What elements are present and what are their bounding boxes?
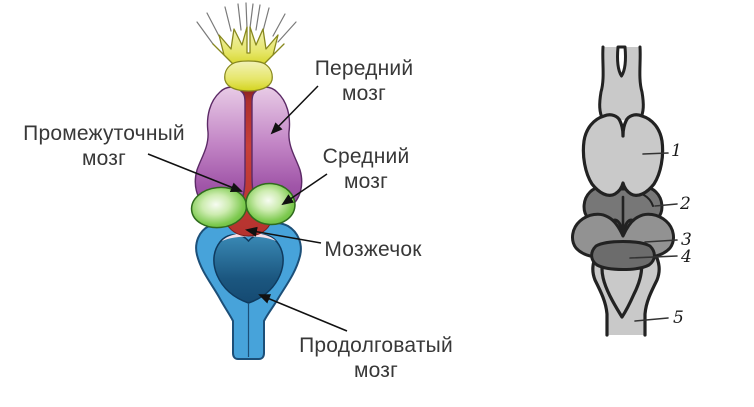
gray-stalk-right-edge [638,45,645,122]
label-midbrain: Средний мозг [322,145,410,193]
number-4: 4 [681,247,692,267]
number-leader-lines [629,152,678,322]
number-5: 5 [673,308,684,328]
gray-cerebellum-shape [590,240,656,271]
fish-brain-grayscale-figure [571,45,678,337]
olfactory-filaments [196,2,297,45]
olfactory-bulb-shape [224,60,273,92]
annotation-arrows [147,85,348,332]
gray-forebrain-shape [581,113,665,197]
medulla-arrow [258,294,348,332]
pink-crescent-shape [222,232,276,241]
label-diencephalon: Промежуточный мозг [23,122,185,170]
label-forebrain: Передний мозг [314,57,414,105]
number-1: 1 [671,141,682,161]
label-cerebellum: Мозжечок [324,238,422,261]
label-medulla: Продолговатый мозг [299,334,453,382]
gray-olfactory-stalk-fill [599,47,644,120]
gray-medulla-right-edge [643,251,661,337]
fish-brain-color-figure [147,2,348,360]
gray-stalk-left-edge [598,45,605,122]
forebrain-arrow [270,85,319,135]
leader-2 [654,203,678,207]
gray-medulla-fill [592,255,660,335]
leader-4 [629,255,678,259]
midbrain-arrow [281,173,328,206]
leader-3 [644,239,678,243]
midbrain-optic-lobes-shape [190,182,296,229]
number-2: 2 [680,194,691,214]
cerebellum-arrow [245,226,322,244]
number-3: 3 [681,230,692,250]
leader-1 [642,152,669,155]
leader-5 [634,317,669,322]
gray-rhomboid-sinus-outline [600,258,644,319]
diencephalon-arrow [147,153,243,192]
gray-stalk-notch [615,45,628,78]
forebrain-lobes-shape [194,86,303,212]
